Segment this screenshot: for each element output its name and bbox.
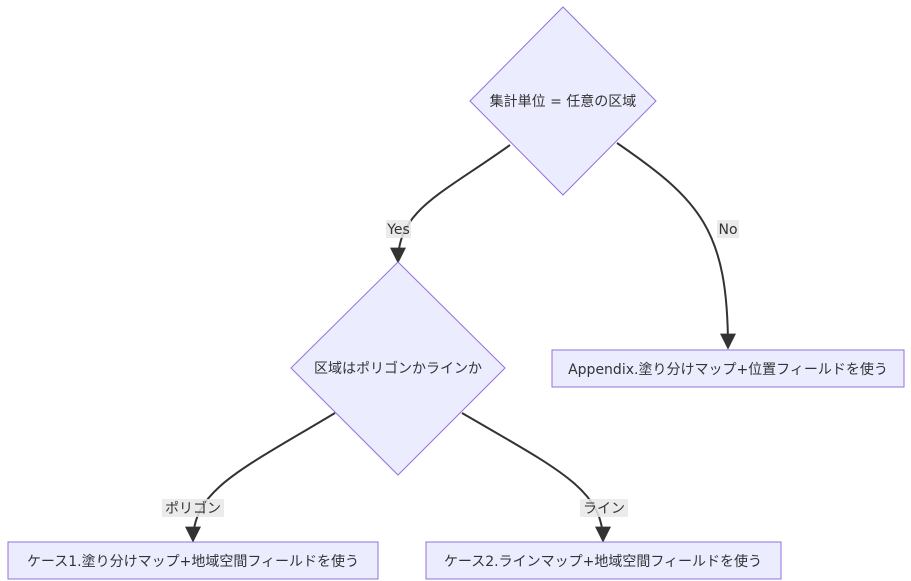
edge-label-no-text: No	[718, 222, 737, 238]
edge-label-line-text: ライン	[583, 501, 625, 517]
edges	[185, 142, 736, 543]
edge-no	[616, 142, 736, 350]
edge-label-no: No	[717, 220, 739, 238]
edge-yes	[390, 144, 511, 264]
process-case2: ケース2.ラインマップ+地域空間フィールドを使う	[425, 541, 782, 580]
edge-label-yes-text: Yes	[386, 222, 410, 238]
process-appendix: Appendix.塗り分けマップ+位置フィールドを使う	[551, 349, 905, 388]
process-case2-label: ケース2.ラインマップ+地域空間フィールドを使う	[444, 553, 762, 570]
decision-aggregation-unit-label: 集計単位 = 任意の区域	[490, 93, 637, 110]
edge-polygon	[185, 412, 336, 543]
edge-label-polygon: ポリゴン	[162, 499, 224, 517]
edge-label-line: ライン	[580, 499, 628, 517]
process-appendix-label: Appendix.塗り分けマップ+位置フィールドを使う	[568, 361, 888, 378]
edge-label-polygon-text: ポリゴン	[165, 500, 221, 517]
process-case1-label: ケース1.塗り分けマップ+地域空間フィールドを使う	[27, 553, 359, 570]
process-case1: ケース1.塗り分けマップ+地域空間フィールドを使う	[7, 541, 379, 580]
edge-line	[461, 412, 611, 543]
edge-label-yes: Yes	[386, 220, 411, 238]
decision-area-type: 区域はポリゴンかラインか	[290, 261, 506, 476]
decision-area-type-label: 区域はポリゴンかラインか	[314, 360, 482, 377]
decision-aggregation-unit: 集計単位 = 任意の区域	[469, 6, 657, 196]
